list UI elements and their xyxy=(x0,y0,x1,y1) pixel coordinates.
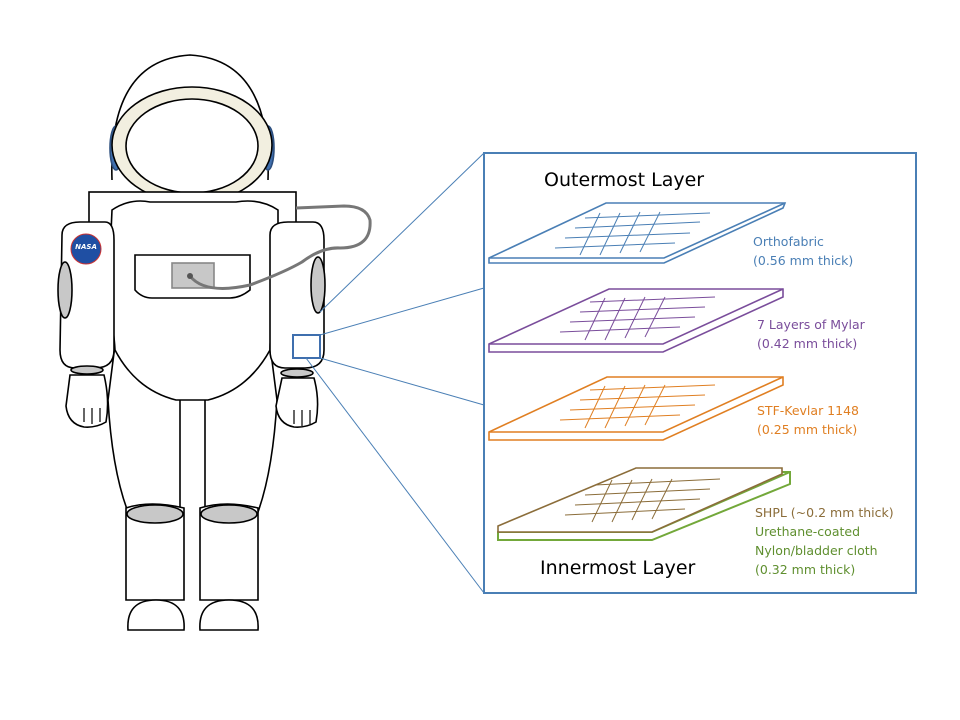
left-glove xyxy=(65,374,109,428)
nylon-thickness: (0.32 mm thick) xyxy=(755,562,856,577)
left-knee-cap xyxy=(126,504,184,524)
right-wrist-ring xyxy=(280,368,314,378)
left-wrist-ring xyxy=(70,365,104,375)
orthofabric-name: Orthofabric xyxy=(753,234,824,249)
nylon-name-2: Nylon/bladder cloth xyxy=(755,543,878,558)
orthofabric-thickness: (0.56 mm thick) xyxy=(753,253,854,268)
layer-kevlar xyxy=(488,376,784,441)
helmet-visor xyxy=(125,98,259,194)
layer-mylar xyxy=(488,288,784,353)
left-arm xyxy=(59,221,115,369)
right-boot-sole xyxy=(199,599,259,631)
left-elbow-pad xyxy=(57,261,73,319)
mylar-label: 7 Layers of Mylar (0.42 mm thick) xyxy=(757,315,865,353)
kevlar-label: STF-Kevlar 1148 (0.25 mm thick) xyxy=(757,401,859,439)
innermost-layer-heading: Innermost Layer xyxy=(540,557,696,579)
cable-port xyxy=(187,273,193,279)
nylon-name-1: Urethane-coated xyxy=(755,524,861,539)
mylar-thickness: (0.42 mm thick) xyxy=(757,336,858,351)
mylar-name: 7 Layers of Mylar xyxy=(757,317,865,332)
layer-shpl-nylon xyxy=(497,467,791,541)
astronaut-figure xyxy=(57,54,326,631)
shpl-label: SHPL (~0.2 mm thick) Urethane-coated Nyl… xyxy=(755,503,894,579)
orthofabric-label: Orthofabric (0.56 mm thick) xyxy=(753,232,853,270)
layer-orthofabric xyxy=(488,202,787,264)
callout-lines xyxy=(305,152,485,594)
umbilical-cable xyxy=(188,204,372,290)
outermost-layer-heading: Outermost Layer xyxy=(544,169,705,191)
kevlar-thickness: (0.25 mm thick) xyxy=(757,422,858,437)
torso xyxy=(107,200,279,401)
right-arm xyxy=(269,221,325,369)
kevlar-name: STF-Kevlar 1148 xyxy=(757,403,859,418)
right-boot xyxy=(199,503,259,601)
nasa-badge xyxy=(70,233,102,265)
nasa-badge-text: NASA xyxy=(75,243,97,251)
left-boot-sole xyxy=(127,599,185,631)
right-glove xyxy=(275,377,319,428)
right-elbow-pad xyxy=(310,256,326,314)
right-knee-cap xyxy=(200,504,258,524)
panel-display xyxy=(171,262,215,289)
glove-fingers xyxy=(83,408,311,426)
shpl-name: SHPL (~0.2 mm thick) xyxy=(755,505,894,520)
